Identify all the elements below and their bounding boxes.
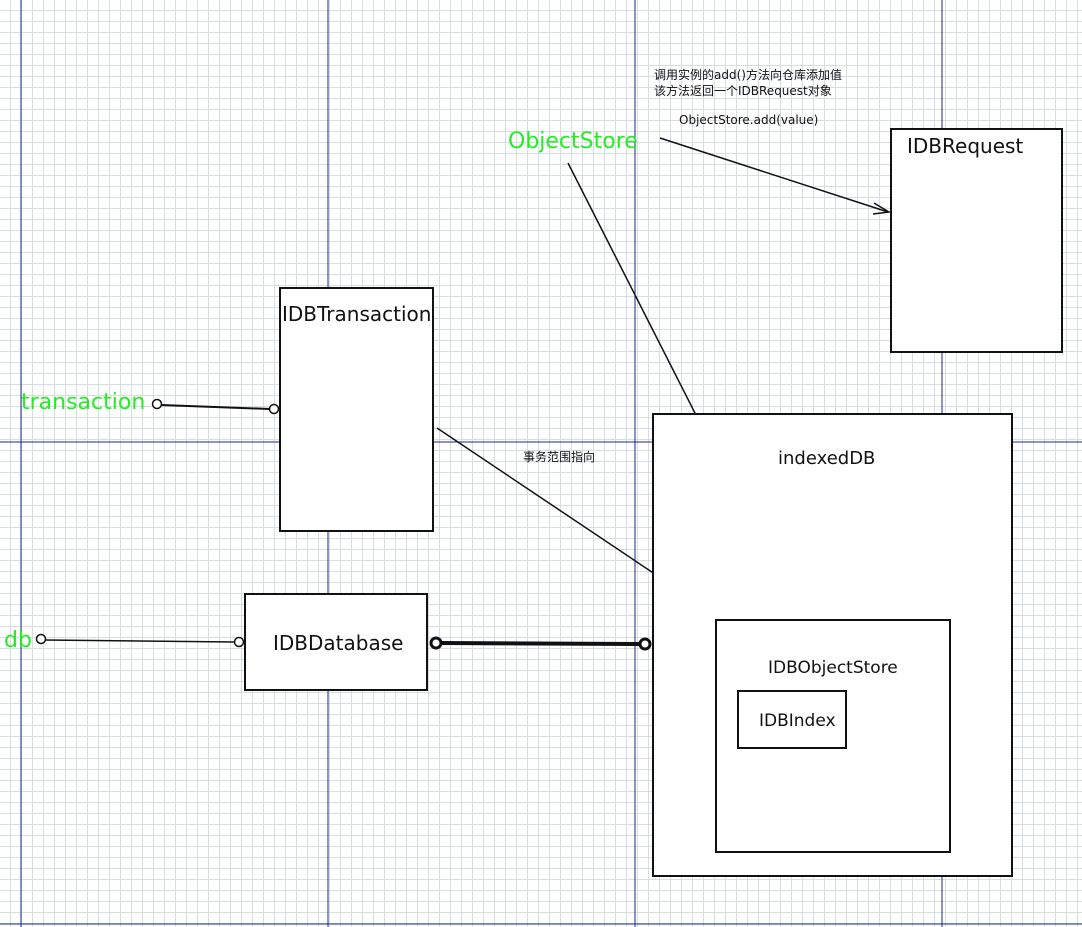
- idbrequest-box[interactable]: IDBRequest: [890, 128, 1063, 353]
- connector-endpoint: [268, 403, 280, 415]
- idbindex-title: IDBIndex: [759, 711, 836, 731]
- annotation-add-call: ObjectStore.add(value): [679, 113, 819, 127]
- annotation-scope: 事务范围指向: [523, 450, 596, 464]
- arrow-add-to-idbrequest[interactable]: [659, 137, 892, 215]
- idbdatabase-title: IDBDatabase: [273, 631, 404, 655]
- annotation-add-line2: 该方法返回一个IDBRequest对象: [654, 84, 832, 98]
- idbdatabase-box[interactable]: IDBDatabase: [244, 593, 428, 691]
- connector-endpoint: [638, 637, 652, 651]
- annotation-add-line1: 调用实例的add()方法向仓库添加值: [654, 68, 842, 82]
- indexeddb-title: indexedDB: [778, 448, 876, 469]
- db-label: db: [4, 628, 32, 653]
- connector-endpoint: [151, 398, 163, 410]
- connector-database-indexeddb[interactable]: [429, 636, 652, 651]
- connector-db[interactable]: [35, 633, 245, 648]
- idbobjectstore-title: IDBObjectStore: [768, 658, 898, 678]
- connector-endpoint: [233, 636, 245, 648]
- idbrequest-title: IDBRequest: [907, 134, 1024, 158]
- objectstore-label: ObjectStore: [508, 129, 638, 154]
- idbtransaction-title: IDBTransaction: [282, 302, 432, 326]
- transaction-label: transaction: [21, 390, 146, 415]
- connector-endpoint: [35, 633, 47, 645]
- idbtransaction-box[interactable]: IDBTransaction: [279, 287, 434, 532]
- connector-transaction[interactable]: [151, 398, 280, 415]
- idbindex-box[interactable]: IDBIndex: [737, 690, 847, 749]
- connector-endpoint: [429, 636, 443, 650]
